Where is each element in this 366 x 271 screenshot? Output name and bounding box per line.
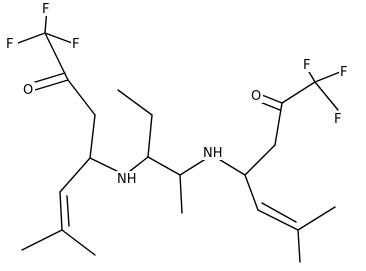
atom-f3: F xyxy=(72,37,79,52)
bond-ch-vinyl-right xyxy=(244,174,259,211)
bond-cf3-f1 xyxy=(17,32,46,44)
atom-o1: O xyxy=(23,83,33,98)
bond-ch-vinyl xyxy=(59,157,91,193)
bond-ch-ch2-right xyxy=(244,144,276,176)
bond-c3-c2 xyxy=(147,156,181,176)
bond-cf3-carbonyl xyxy=(44,32,69,81)
bond-isopropylidene-right-me1 xyxy=(297,206,336,231)
atom-f5: F xyxy=(340,65,347,80)
bond-c3-ch2 xyxy=(147,114,153,158)
atom-n2: NH xyxy=(203,146,223,161)
bond-vinyl-double-2 xyxy=(66,195,70,227)
bonds-right-chain xyxy=(211,64,341,263)
bond-vinyl-right-double xyxy=(257,209,299,231)
bond-ch2-carbonyl-right xyxy=(274,102,283,146)
bond-cf3-f5 xyxy=(314,71,341,83)
bond-carbonyl-o1-double xyxy=(31,72,66,84)
atom-f4: F xyxy=(303,58,310,73)
bond-ch2-ch3 xyxy=(117,89,153,116)
bond-cf3-f6 xyxy=(314,81,339,111)
bond-vinyl-right-double-2 xyxy=(261,202,297,223)
bond-isopropylidene-me2 xyxy=(61,229,96,256)
atom-f6: F xyxy=(334,112,341,127)
bond-isopropylidene-me1 xyxy=(21,229,63,251)
bond-vinyl-double xyxy=(59,191,63,231)
atom-n1: NH xyxy=(117,172,137,187)
atom-f2: F xyxy=(42,2,49,17)
atom-f1: F xyxy=(6,37,13,52)
bonds-left-chain xyxy=(17,7,126,256)
bond-carbonyl-ch2 xyxy=(67,79,96,116)
bond-carbonyl-o2 xyxy=(261,94,283,104)
bond-ch2-ch xyxy=(89,114,96,159)
atom-labels: F F F O NH NH O F F F xyxy=(5,1,352,187)
bond-isopropylidene-right-me2 xyxy=(297,229,301,263)
bonds-core xyxy=(117,89,213,214)
bond-carbonyl-o1 xyxy=(34,79,69,91)
atom-o2: O xyxy=(251,89,261,104)
bond-cf3-f3 xyxy=(44,32,73,44)
bond-carbonyl-cf3-right xyxy=(281,81,316,104)
bond-c2-me xyxy=(179,174,183,214)
bond-carbonyl-o2-double xyxy=(259,101,281,111)
